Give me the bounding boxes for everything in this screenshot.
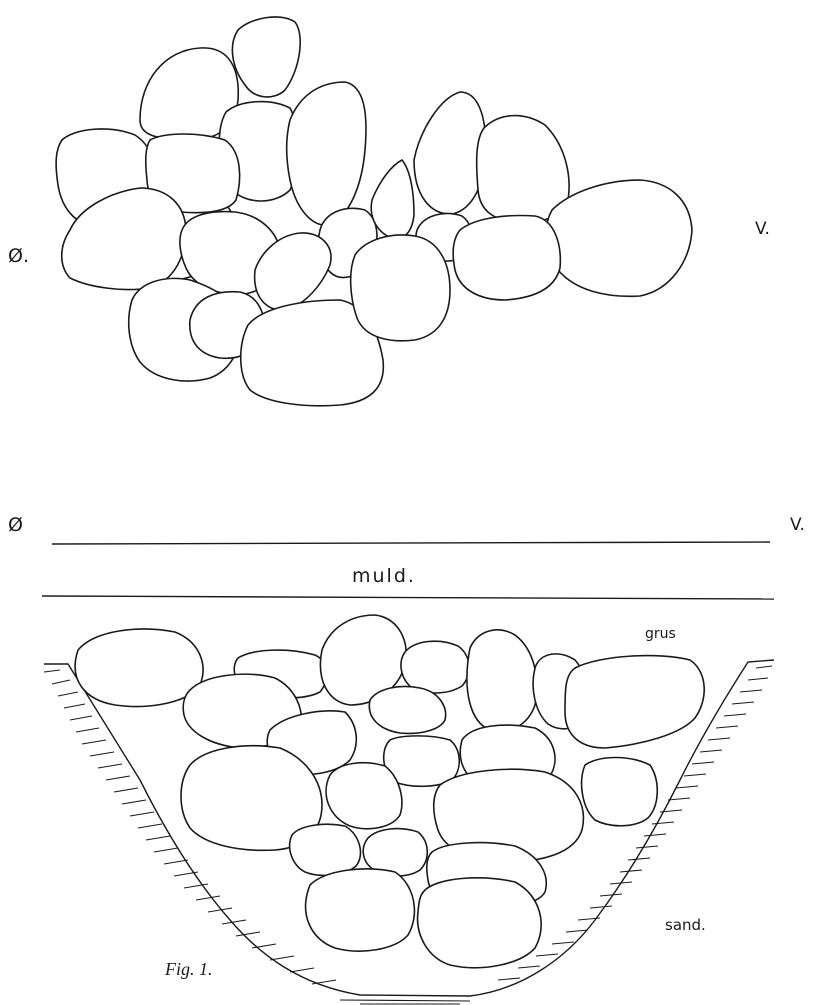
section-stone: [74, 628, 204, 708]
plan-stone: [545, 179, 693, 298]
section-label-east: V.: [790, 515, 805, 535]
section-stone: [362, 827, 429, 877]
layer-label-muld: muld.: [352, 565, 416, 587]
section-stone: [288, 823, 362, 877]
plan-stone: [253, 232, 332, 311]
layer-label-sand: sand.: [665, 916, 706, 934]
plan-stone: [452, 214, 562, 301]
plan-stone: [239, 299, 385, 407]
section-stone: [466, 629, 538, 732]
section-stone: [325, 761, 403, 830]
section-stone: [580, 756, 659, 827]
section-label-west: Ø: [8, 514, 23, 536]
plan-stone: [231, 16, 301, 98]
section-stone: [400, 640, 470, 694]
plan-view: [55, 16, 693, 407]
plan-label-west: Ø.: [8, 245, 29, 267]
figure-caption: Fig. 1.: [164, 959, 213, 979]
plan-stone: [60, 187, 187, 291]
section-stone: [304, 868, 416, 952]
layer-line-bottom: [41, 595, 775, 600]
pit-hatching: [43, 665, 773, 1005]
plan-stone: [285, 81, 367, 226]
plan-stone: [413, 91, 487, 215]
plan-label-east: V.: [755, 219, 770, 239]
plan-stone: [144, 133, 241, 214]
section-stone: [564, 654, 705, 749]
section-stone: [416, 877, 542, 969]
section-stone: [368, 685, 447, 735]
pit-outline: [44, 659, 775, 997]
layer-label-grus: grus: [645, 626, 676, 642]
layer-line-top: [51, 541, 771, 545]
plan-stone: [349, 234, 451, 342]
section-stone: [432, 768, 585, 863]
plan-stone: [370, 159, 415, 240]
section-view: [74, 614, 705, 969]
